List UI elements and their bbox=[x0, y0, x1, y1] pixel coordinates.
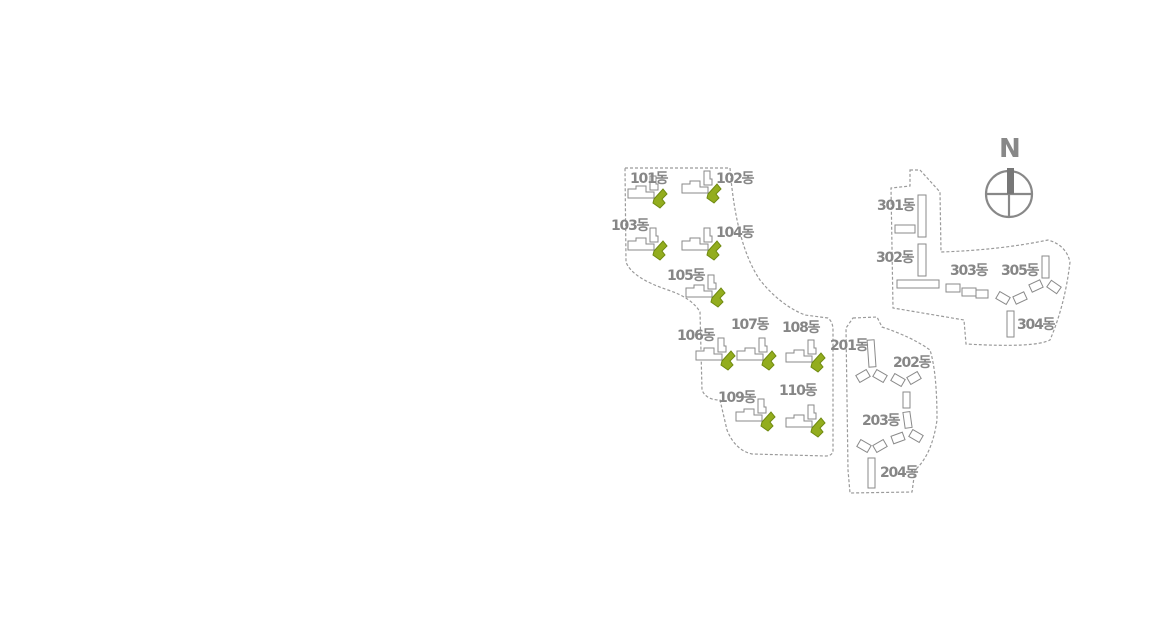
building-label-304[interactable]: 304동 bbox=[1017, 317, 1056, 333]
zone-300-buildings bbox=[894, 194, 1062, 338]
building-101-icon[interactable] bbox=[627, 175, 668, 209]
building-label-102[interactable]: 102동 bbox=[716, 171, 755, 187]
building-label-201[interactable]: 201동 bbox=[830, 338, 869, 354]
building-102-tower bbox=[703, 170, 713, 186]
building-104-highlight bbox=[706, 240, 722, 261]
building-201-block bbox=[872, 368, 888, 384]
building-label-110[interactable]: 110동 bbox=[779, 383, 818, 399]
building-105-wing bbox=[685, 284, 713, 298]
zone-300-boundary bbox=[890, 169, 1071, 346]
building-202-block bbox=[890, 372, 906, 388]
building-107-highlight bbox=[761, 350, 777, 371]
building-305-block bbox=[1028, 279, 1044, 293]
building-103-icon[interactable] bbox=[627, 227, 668, 261]
building-203-block bbox=[908, 428, 924, 444]
building-305-block bbox=[1041, 255, 1050, 279]
compass-icon bbox=[984, 168, 1034, 219]
building-label-109[interactable]: 109동 bbox=[718, 390, 757, 406]
building-203-block bbox=[856, 438, 872, 454]
building-110-tower bbox=[807, 404, 817, 420]
building-301-block bbox=[894, 224, 916, 234]
building-106-highlight bbox=[720, 350, 736, 371]
building-label-106[interactable]: 106동 bbox=[677, 328, 716, 344]
building-label-107[interactable]: 107동 bbox=[731, 317, 770, 333]
building-102-wing bbox=[681, 180, 709, 194]
building-108-wing bbox=[785, 349, 813, 363]
building-label-101[interactable]: 101동 bbox=[630, 171, 669, 187]
building-105-icon[interactable] bbox=[685, 274, 726, 308]
building-label-305[interactable]: 305동 bbox=[1001, 263, 1040, 279]
building-label-108[interactable]: 108동 bbox=[782, 320, 821, 336]
building-109-tower bbox=[757, 398, 767, 414]
building-303-block bbox=[945, 283, 961, 293]
building-104-icon[interactable] bbox=[681, 227, 722, 261]
building-107-icon[interactable] bbox=[736, 337, 777, 371]
building-108-highlight bbox=[810, 352, 826, 373]
zone-200-buildings bbox=[855, 339, 924, 489]
building-302-block bbox=[917, 243, 927, 277]
building-101-highlight bbox=[652, 188, 668, 209]
building-107-wing bbox=[736, 347, 764, 361]
building-label-202[interactable]: 202동 bbox=[893, 355, 932, 371]
building-303-block bbox=[975, 289, 989, 299]
building-102-icon[interactable] bbox=[681, 170, 722, 204]
building-203-block bbox=[902, 410, 913, 429]
building-303-block bbox=[961, 287, 977, 297]
building-108-tower bbox=[807, 339, 817, 355]
building-107-tower bbox=[758, 337, 768, 353]
building-103-highlight bbox=[652, 240, 668, 261]
building-label-302[interactable]: 302동 bbox=[876, 250, 915, 266]
building-label-105[interactable]: 105동 bbox=[667, 268, 706, 284]
building-label-104[interactable]: 104동 bbox=[716, 225, 755, 241]
building-302-block bbox=[896, 279, 940, 289]
building-106-wing bbox=[695, 347, 723, 361]
building-label-203[interactable]: 203동 bbox=[862, 413, 901, 429]
building-110-icon[interactable] bbox=[785, 404, 826, 438]
building-104-wing bbox=[681, 237, 709, 251]
building-305-block bbox=[1012, 291, 1028, 305]
compass-north-label: N bbox=[999, 134, 1021, 164]
building-label-301[interactable]: 301동 bbox=[877, 198, 916, 214]
building-108-icon[interactable] bbox=[785, 339, 826, 373]
building-105-tower bbox=[707, 274, 717, 290]
building-203-block bbox=[872, 438, 888, 454]
building-label-303[interactable]: 303동 bbox=[950, 263, 989, 279]
building-109-icon[interactable] bbox=[735, 398, 776, 432]
building-label-204[interactable]: 204동 bbox=[880, 465, 919, 481]
building-301-block bbox=[917, 194, 927, 238]
building-202-block bbox=[902, 391, 911, 409]
building-110-wing bbox=[785, 414, 813, 428]
building-204-block bbox=[867, 457, 876, 489]
zone-100-buildings bbox=[627, 170, 826, 438]
zone-100-boundary bbox=[624, 167, 834, 457]
building-102-highlight bbox=[706, 183, 722, 204]
building-202-block bbox=[906, 370, 922, 386]
building-201-block bbox=[866, 339, 877, 368]
building-103-tower bbox=[649, 227, 659, 243]
building-109-highlight bbox=[760, 411, 776, 432]
building-304-block bbox=[1006, 310, 1015, 338]
building-105-highlight bbox=[710, 287, 726, 308]
building-110-highlight bbox=[810, 417, 826, 438]
building-label-103[interactable]: 103동 bbox=[611, 218, 650, 234]
building-104-tower bbox=[703, 227, 713, 243]
building-203-block bbox=[890, 431, 906, 445]
building-101-tower bbox=[649, 175, 659, 191]
building-109-wing bbox=[735, 408, 763, 422]
building-106-icon[interactable] bbox=[695, 337, 736, 371]
building-305-block bbox=[995, 290, 1011, 306]
building-201-block bbox=[855, 368, 871, 384]
building-103-wing bbox=[627, 237, 655, 251]
building-106-tower bbox=[717, 337, 727, 353]
building-305-block bbox=[1046, 279, 1062, 295]
building-101-wing bbox=[627, 185, 655, 199]
